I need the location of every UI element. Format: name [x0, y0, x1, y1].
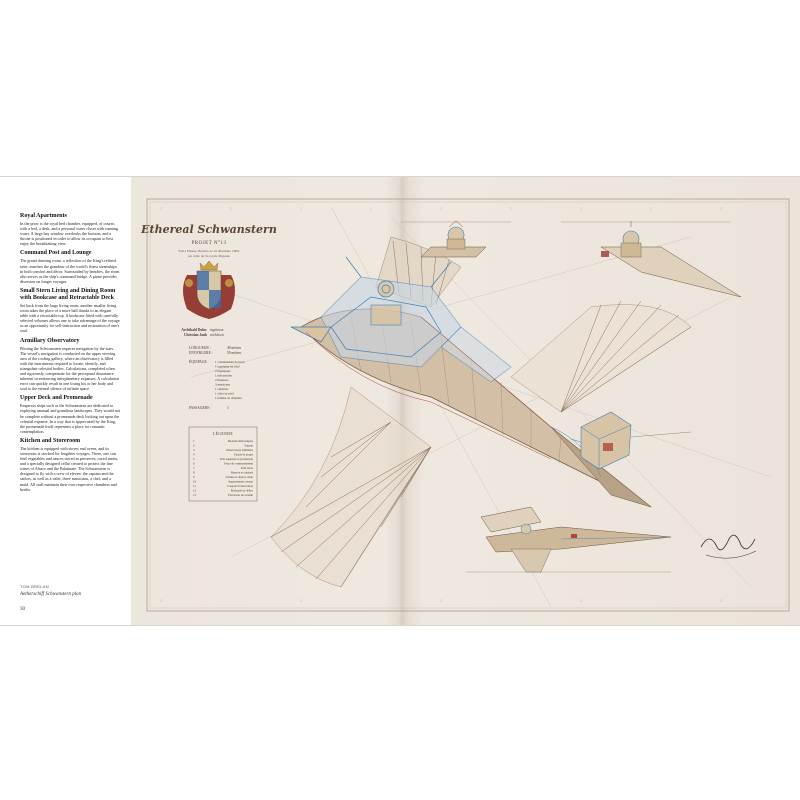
legend-text: Fanals de poupe — [234, 453, 254, 457]
text-column: Royal Apartments In the prow is the roya… — [20, 209, 120, 492]
crew-label: ÉQUIPAGE : — [189, 359, 209, 364]
crew-list: 1 commandant de bord 1 ingénieur en chef… — [215, 360, 245, 400]
page-number: 30 — [20, 607, 25, 612]
dedication-line-1: Fait à Füssen, Bavière, le 16 décembre 1… — [178, 249, 239, 254]
legend-num: 9 — [193, 475, 195, 479]
legend-num: 5 — [193, 457, 195, 461]
crew-item: 2 ingénieurs — [215, 369, 231, 373]
book-spread: Royal Apartments In the prow is the roya… — [0, 176, 800, 626]
airship-blueprint: Ethereal Schwanstern PROJET N°13 Fait à … — [140, 198, 790, 612]
legend-box: LÉGENDE 1 Moteurs éthéroniques 2 Fanaux 3 O… — [188, 426, 258, 502]
legend-text: Fanaux — [244, 444, 253, 448]
legend-num: 4 — [193, 453, 195, 457]
section-title: Kitchen and Storeroom — [20, 437, 81, 444]
section-command-post: Command Post and Lounge The grand drawin… — [20, 250, 120, 283]
coat-of-arms-icon — [183, 260, 235, 319]
legend-text: Moteurs éthéroniques — [228, 439, 254, 443]
ruler-ticks — [160, 207, 722, 603]
section-title: Small Stern Living and Dining Room with … — [20, 287, 116, 301]
legend-num: 7 — [193, 466, 195, 470]
legend-num: 2 — [193, 444, 195, 448]
legend-text: Observatoire armillaire — [226, 448, 254, 452]
passengers-label: PASSAGERS : — [189, 406, 211, 410]
signatory-name-1: Archibald Duluc — [181, 328, 207, 332]
left-page: Royal Apartments In the prow is the roya… — [0, 177, 132, 625]
section-body: Piloting the Schwanstern requires naviga… — [20, 345, 120, 392]
page-frame-inner — [149, 201, 787, 609]
legend-text: Réserve et cuisines — [231, 471, 254, 475]
passengers-value: 1 — [227, 406, 229, 410]
legend-title: LÉGENDE — [213, 431, 234, 436]
section-royal-apartments: Royal Apartments In the prow is the roya… — [20, 213, 120, 246]
legend-num: 1 — [193, 439, 195, 443]
crew-item: 1 valet de pied — [215, 392, 234, 396]
dedication-line-2: sur ordre de Sa royale Majesté. — [188, 254, 230, 258]
section-small-stern-living: Small Stern Living and Dining Room with … — [20, 288, 120, 334]
lower-wing — [270, 386, 432, 588]
legend-num: 12 — [193, 489, 196, 493]
crew-item: 1 ingénieur en chef — [215, 365, 240, 369]
legend-text: Pont supérieur et promenade — [220, 457, 254, 461]
legend-num: 11 — [193, 484, 196, 488]
legend-num: 3 — [193, 448, 195, 452]
section-kitchen: Kitchen and Storeroom The kitchen is equ… — [20, 438, 120, 492]
signatory-role-1: ingénieur — [210, 328, 224, 332]
caption-text: Aetherschiff Schwanstern plan — [20, 592, 82, 597]
legend-num: 13 — [193, 493, 196, 497]
signatory-name-2: Christian Jank — [184, 333, 207, 337]
elevation-view-bottom — [466, 506, 672, 573]
section-body: The kitchen is equipped with stoves and … — [20, 445, 119, 492]
section-title: Command Post and Lounge — [20, 250, 92, 257]
legend-text: Cuisine et réserve d'eau — [226, 475, 254, 479]
section-title: Royal Apartments — [20, 213, 67, 219]
crew-item: 2 mousses — [215, 378, 229, 382]
spec-span-label: ENVERGURE : — [189, 351, 213, 355]
section-body: The grand drawing room, a reflection of … — [20, 258, 120, 284]
crew-item: 1 commandant de bord — [215, 360, 245, 364]
airship-main-drawing — [270, 236, 692, 588]
section-title: Upper Deck and Promenade — [20, 395, 93, 402]
crew-item: 1 femme de chambre — [215, 396, 242, 400]
spec-length-value: 49 mètres — [227, 346, 242, 350]
elevation-view-right — [561, 221, 742, 298]
legend-text: Appartements royaux — [228, 480, 254, 484]
signature-underline — [705, 550, 757, 559]
crew-item: 1 mécanicien — [215, 374, 232, 378]
section-body: Set back from the large living room, ano… — [20, 302, 120, 334]
caption-label: TOM BRELAN — [20, 584, 49, 589]
legend-num: 6 — [193, 462, 195, 466]
crew-item: 1 cuisinier — [215, 387, 229, 391]
legend-num: 8 — [193, 471, 195, 475]
elevation-view-left — [401, 220, 511, 258]
blueprint-title: Ethereal Schwanstern — [140, 223, 277, 236]
tail-fan — [510, 300, 692, 413]
legend-text: Coupole d'observation — [227, 484, 254, 488]
section-body: In the prow is the royal bed chamber, eq… — [20, 221, 118, 247]
legend-text: Petit salon — [241, 466, 254, 470]
crew-item: 3 musiciens — [215, 383, 231, 387]
section-armillary-observatory: Armillary Observatory Piloting the Schwa… — [20, 338, 120, 392]
blueprint-spread: Ethereal Schwanstern PROJET N°13 Fait à … — [131, 177, 800, 625]
legend-num: 10 — [193, 480, 196, 484]
blueprint-subtitle: PROJET N°13 — [191, 241, 226, 246]
detail-cabin-module — [580, 411, 692, 470]
signature-icon — [700, 534, 756, 551]
section-body: Emperors ships such as the Schwanstern a… — [20, 403, 120, 434]
spec-span-value: 50 mètres — [227, 351, 242, 355]
red-accents — [305, 316, 552, 460]
legend-text: Poste de commandement — [224, 462, 253, 466]
signatory-role-2: architecte — [210, 333, 225, 337]
page-frame — [146, 198, 790, 612]
spec-length-label: LONGUEUR : — [189, 346, 211, 350]
legend-text: Réchauds de délice — [231, 489, 254, 493]
section-upper-deck: Upper Deck and Promenade Emperors ships … — [20, 395, 120, 434]
legend-text: Extracteur de conduit — [228, 493, 253, 497]
cabin-cutaway — [290, 256, 512, 383]
section-title: Armillary Observatory — [20, 337, 80, 344]
